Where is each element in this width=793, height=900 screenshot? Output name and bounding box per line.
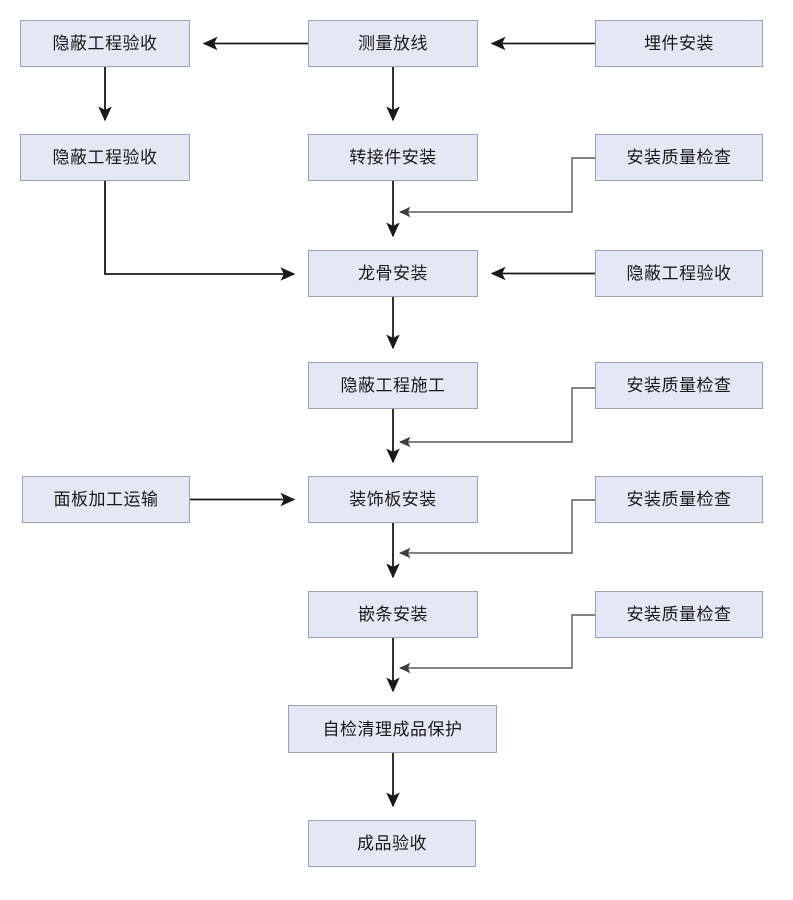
flow-node-label: 转接件安装 [349,148,437,167]
flow-node-label: 成品验收 [357,834,427,853]
flow-node-n12[interactable]: 装饰板安装 [308,476,478,523]
flow-edge-n15-to-n14 [398,614,595,674]
flow-node-label: 嵌条安装 [358,605,428,624]
flow-node-label: 测量放线 [358,34,428,53]
flow-node-label: 隐蔽工程验收 [626,264,732,283]
flow-node-n1[interactable]: 隐蔽工程验收 [20,20,190,67]
flow-edge-n10-to-n9 [398,387,595,448]
flow-node-n11[interactable]: 面板加工运输 [22,476,190,523]
flow-node-label: 隐蔽工程验收 [52,148,158,167]
flow-node-label: 安装质量检查 [626,605,732,624]
flow-node-label: 隐蔽工程施工 [340,376,446,395]
flow-node-label: 安装质量检查 [626,490,732,509]
flow-node-label: 安装质量检查 [626,148,732,167]
flow-node-n4[interactable]: 隐蔽工程验收 [20,134,190,181]
edges-group [98,36,595,808]
flow-node-n15[interactable]: 安装质量检查 [595,591,763,638]
flow-node-n10[interactable]: 安装质量检查 [595,362,763,409]
flow-edge-n4-to-n7 [104,181,296,281]
flow-node-n6[interactable]: 安装质量检查 [595,134,763,181]
flow-node-n8[interactable]: 隐蔽工程验收 [595,250,763,297]
flow-node-label: 面板加工运输 [53,490,159,509]
flow-node-n9[interactable]: 隐蔽工程施工 [308,362,478,409]
flow-node-n16[interactable]: 自检清理成品保护 [288,705,497,753]
flow-node-label: 安装质量检查 [626,376,732,395]
flow-edge-n13-to-n12 [398,499,595,559]
flow-node-n17[interactable]: 成品验收 [308,820,476,867]
flow-node-label: 装饰板安装 [349,490,437,509]
flow-node-label: 埋件安装 [644,34,714,53]
flow-edge-n6-to-n5 [398,157,595,218]
flow-node-n14[interactable]: 嵌条安装 [308,591,478,638]
flow-node-n5[interactable]: 转接件安装 [308,134,478,181]
flow-node-label: 隐蔽工程验收 [52,34,158,53]
flow-node-label: 自检清理成品保护 [322,719,463,739]
flow-node-label: 龙骨安装 [358,264,428,283]
flow-node-n3[interactable]: 埋件安装 [595,20,763,67]
flow-node-n7[interactable]: 龙骨安装 [308,250,478,297]
flow-node-n2[interactable]: 测量放线 [308,20,478,67]
flow-node-n13[interactable]: 安装质量检查 [595,476,763,523]
